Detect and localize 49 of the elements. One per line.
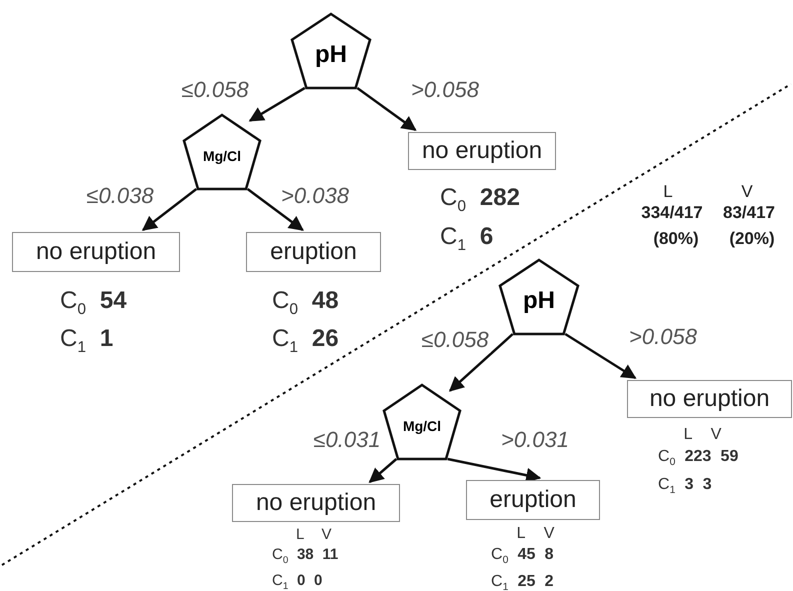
arrow: [447, 458, 542, 483]
feature-label: Mg/Cl: [402, 418, 442, 434]
split-pentagon: [290, 12, 372, 89]
proportion-label: (80%): [653, 229, 699, 249]
class-label: eruption: [270, 238, 357, 266]
arrow: [564, 332, 637, 380]
count-row-text: C$_{1}$ 6: [440, 222, 494, 256]
feature-label: pH: [315, 40, 347, 68]
class-label: no eruption: [36, 238, 156, 266]
count-row-text: C$_{0}$ 38 11: [272, 545, 338, 568]
count-row-text: C$_{0}$ 48: [272, 286, 339, 320]
proportion-label: 83/417: [723, 203, 775, 223]
class-label: no eruption: [422, 137, 542, 165]
count-row-text: C$_{1}$ 25 2: [491, 572, 554, 591]
leaf-box: [12, 232, 180, 272]
arrow: [356, 86, 417, 132]
feature-label: pH: [523, 286, 555, 314]
column-header: L V: [295, 525, 332, 545]
leaf-box: [627, 380, 792, 418]
class-label: no eruption: [649, 385, 770, 413]
column-header: V: [741, 182, 753, 202]
proportion-label: (20%): [729, 229, 775, 249]
leaf-box: [246, 232, 381, 272]
feature-label: Mg/Cl: [202, 148, 242, 164]
column-header: L V: [682, 425, 722, 445]
split-pentagon: [382, 383, 462, 460]
arrow: [368, 458, 398, 483]
proportion-label: 334/417: [641, 203, 703, 223]
count-row-text: C$_{0}$ 282: [440, 183, 520, 217]
count-row-text: C$_{0}$ 54: [60, 286, 127, 320]
count-row-text: C$_{1}$ 3 3: [658, 475, 713, 498]
leaf-box: [466, 480, 600, 520]
count-row-text: C$_{1}$ 1: [60, 324, 114, 358]
arrow: [248, 86, 306, 122]
arrow: [246, 188, 304, 231]
class-label: eruption: [490, 486, 576, 514]
arrow: [448, 333, 514, 392]
count-row-text: C$_{1}$ 26: [272, 324, 339, 358]
class-label: no eruption: [256, 489, 376, 517]
column-header: L: [663, 182, 673, 202]
arrow: [142, 188, 198, 231]
leaf-box: [232, 484, 400, 522]
count-row-text: C$_{1}$ 0 0: [272, 571, 324, 591]
split-pentagon: [182, 113, 262, 190]
count-row-text: C$_{0}$ 223 59: [658, 447, 738, 470]
column-header: L V: [516, 524, 554, 544]
count-row-text: C$_{0}$ 45 8: [491, 545, 554, 568]
split-pentagon: [498, 258, 580, 335]
leaf-box: [408, 132, 556, 170]
